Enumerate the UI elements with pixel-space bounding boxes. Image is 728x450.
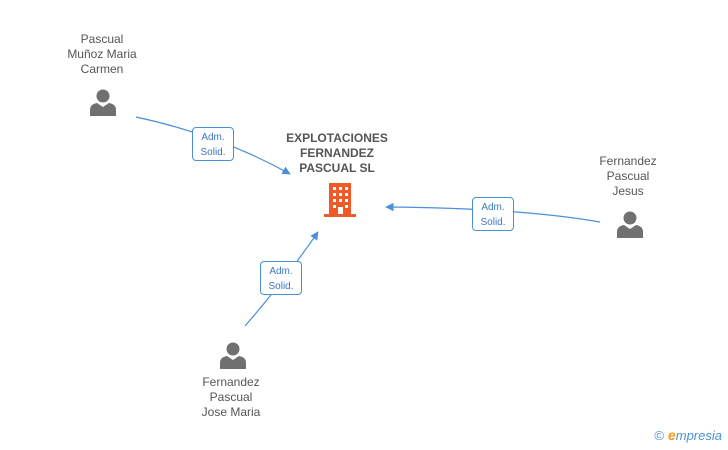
company-name-line: PASCUAL SL	[299, 161, 375, 175]
company-name[interactable]: EXPLOTACIONES FERNANDEZ PASCUAL SL	[267, 131, 407, 176]
building-icon[interactable]	[324, 183, 356, 217]
person-name-fernandez-jose-maria[interactable]: Fernandez Pascual Jose Maria	[171, 375, 291, 420]
brand-logo-text: mpresia	[675, 428, 722, 443]
person-icon[interactable]	[89, 88, 117, 116]
company-name-line: EXPLOTACIONES	[286, 131, 388, 145]
role-badge-adm-solid[interactable]: Adm. Solid.	[472, 197, 514, 231]
role-badge-adm-solid[interactable]: Adm. Solid.	[260, 261, 302, 295]
person-name-line: Pascual	[80, 32, 124, 46]
person-icon[interactable]	[219, 341, 247, 369]
role-badge-line: Adm.	[481, 202, 505, 213]
brand-logo-initial: e	[667, 427, 676, 443]
role-badge-line: Adm.	[269, 266, 293, 277]
brand-logo: empresia	[668, 427, 722, 443]
person-name-line: Jesus	[612, 184, 644, 198]
person-name-fernandez-jesus[interactable]: Fernandez Pascual Jesus	[568, 154, 688, 199]
role-badge-line: Adm.	[201, 132, 225, 143]
copyright-icon: ©	[654, 427, 664, 443]
role-badge-line: Solid.	[268, 281, 294, 292]
person-name-line: Fernandez	[599, 154, 657, 168]
person-name-line: Fernandez	[202, 375, 260, 389]
role-badge-line: Solid.	[480, 217, 506, 228]
role-badge-adm-solid[interactable]: Adm. Solid.	[192, 127, 234, 161]
person-name-pascual-munoz[interactable]: Pascual Muñoz Maria Carmen	[42, 32, 162, 77]
role-badge-line: Solid.	[200, 147, 226, 158]
person-name-line: Jose Maria	[201, 405, 261, 419]
person-icon[interactable]	[616, 210, 644, 238]
company-name-line: FERNANDEZ	[300, 146, 374, 160]
person-name-line: Muñoz Maria	[67, 47, 137, 61]
person-name-line: Pascual	[606, 169, 650, 183]
person-name-line: Pascual	[209, 390, 253, 404]
person-name-line: Carmen	[80, 62, 124, 76]
footer-brand[interactable]: © empresia	[654, 426, 722, 444]
